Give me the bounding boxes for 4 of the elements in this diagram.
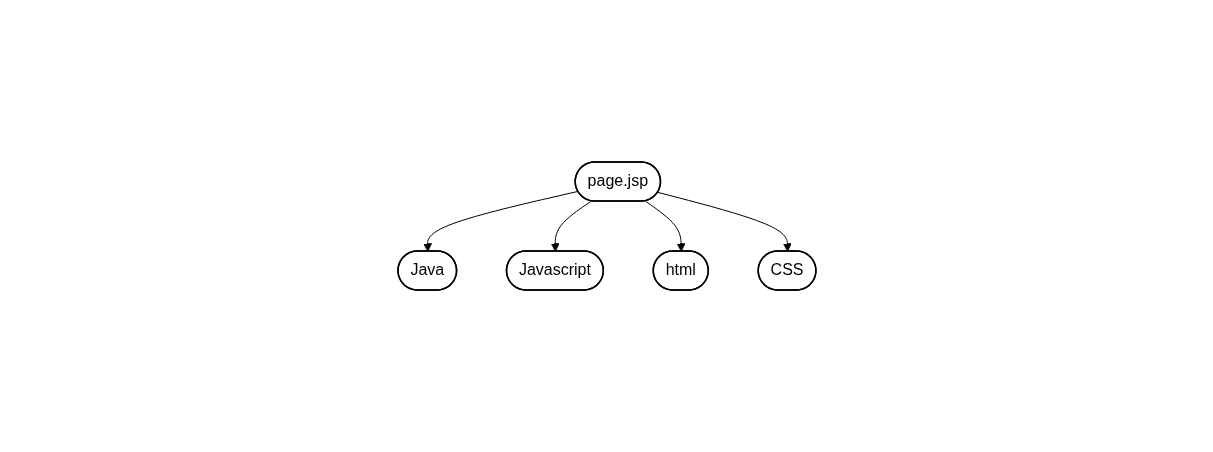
arrow [644, 200, 686, 252]
arrow [550, 200, 592, 252]
arrow [422, 190, 579, 252]
arrow [657, 191, 792, 252]
